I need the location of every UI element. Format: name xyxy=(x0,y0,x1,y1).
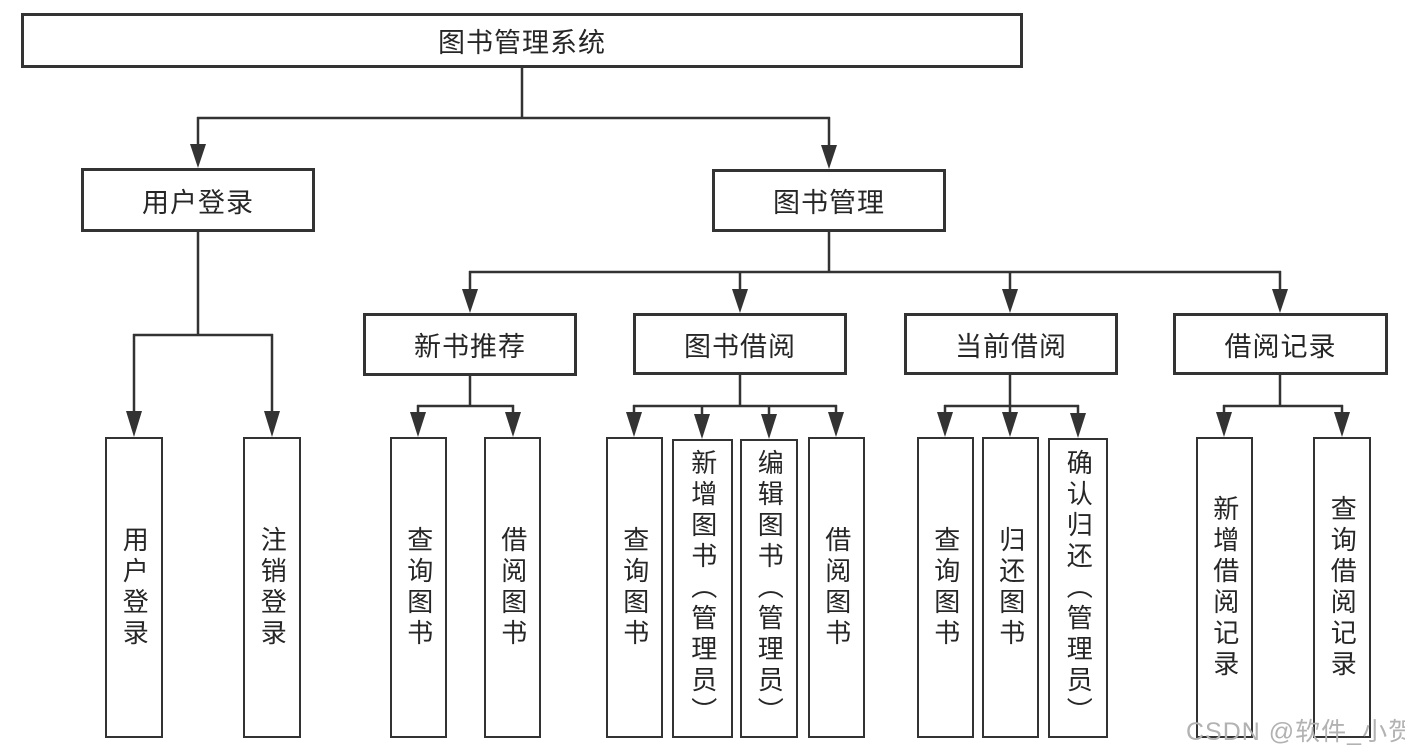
leaf-add-borrow-record-label: 新增借阅记录 xyxy=(1209,494,1240,681)
leaf-query-borrow-record: 查询借阅记录 xyxy=(1313,437,1371,738)
leaf-add-borrow-record: 新增借阅记录 xyxy=(1196,437,1253,738)
leaf-user-login: 用户登录 xyxy=(105,437,163,738)
arrowhead-icon xyxy=(1216,412,1232,437)
node-book-borrow: 图书借阅 xyxy=(633,313,847,375)
leaf-query-books-1-label: 查询图书 xyxy=(403,525,434,650)
connector-borrow-group xyxy=(626,375,844,439)
leaf-query-borrow-record-label: 查询借阅记录 xyxy=(1327,494,1358,681)
arrowhead-icon xyxy=(1070,413,1086,438)
leaf-return-books-label: 归还图书 xyxy=(995,525,1026,650)
connector-user-login-group xyxy=(126,232,280,437)
node-current-borrow-label: 当前借阅 xyxy=(955,331,1067,362)
node-book-mgmt: 图书管理 xyxy=(712,169,946,232)
leaf-user-login-label: 用户登录 xyxy=(119,525,150,650)
arrowhead-icon xyxy=(732,289,748,313)
arrowhead-icon xyxy=(821,145,837,169)
node-user-login-label: 用户登录 xyxy=(142,187,254,218)
node-borrow-record: 借阅记录 xyxy=(1173,313,1388,375)
arrowhead-icon xyxy=(694,414,710,439)
node-root: 图书管理系统 xyxy=(21,13,1023,68)
arrowhead-icon xyxy=(410,412,426,437)
arrowhead-icon xyxy=(1002,289,1018,313)
leaf-edit-books-admin-label: 编辑图书（管理员） xyxy=(754,449,785,728)
leaf-confirm-return-admin-label: 确认归还（管理员） xyxy=(1063,448,1094,728)
arrowhead-icon xyxy=(828,412,844,437)
node-root-label: 图书管理系统 xyxy=(438,28,606,58)
leaf-query-books-3-label: 查询图书 xyxy=(930,525,961,650)
node-borrow-record-label: 借阅记录 xyxy=(1224,331,1337,362)
leaf-borrow-books-1: 借阅图书 xyxy=(484,437,541,738)
arrowhead-icon xyxy=(190,144,206,168)
node-new-book-recommend-label: 新书推荐 xyxy=(414,332,526,362)
leaf-query-books-1: 查询图书 xyxy=(390,437,447,738)
arrowhead-icon xyxy=(462,289,478,313)
leaf-edit-books-admin: 编辑图书（管理员） xyxy=(740,439,798,738)
connector-root-group xyxy=(190,68,837,169)
connector-book-mgmt-group xyxy=(462,232,1288,313)
arrowhead-icon xyxy=(505,412,521,437)
connector-current-group xyxy=(937,375,1086,438)
leaf-borrow-books-1-label: 借阅图书 xyxy=(497,525,528,650)
node-new-book-recommend: 新书推荐 xyxy=(363,313,577,376)
connector-record-group xyxy=(1216,375,1350,437)
leaf-logout: 注销登录 xyxy=(243,437,301,738)
arrowhead-icon xyxy=(1334,412,1350,437)
leaf-borrow-books-2-label: 借阅图书 xyxy=(821,525,852,650)
arrowhead-icon xyxy=(1002,412,1018,437)
node-book-borrow-label: 图书借阅 xyxy=(684,331,796,362)
arrowhead-icon xyxy=(1272,289,1288,313)
leaf-add-books-admin: 新增图书（管理员） xyxy=(672,439,733,738)
arrowhead-icon xyxy=(126,411,142,437)
connector-new-book-group xyxy=(410,376,521,437)
leaf-borrow-books-2: 借阅图书 xyxy=(808,437,865,738)
leaf-query-books-2-label: 查询图书 xyxy=(619,525,650,650)
leaf-query-books-3: 查询图书 xyxy=(917,437,974,738)
leaf-add-books-admin-label: 新增图书（管理员） xyxy=(687,449,718,728)
arrowhead-icon xyxy=(626,412,642,437)
node-current-borrow: 当前借阅 xyxy=(904,313,1118,375)
leaf-return-books: 归还图书 xyxy=(982,437,1039,738)
leaf-confirm-return-admin: 确认归还（管理员） xyxy=(1048,438,1108,738)
arrowhead-icon xyxy=(761,414,777,439)
leaf-logout-label: 注销登录 xyxy=(257,525,288,650)
arrowhead-icon xyxy=(264,411,280,437)
csdn-watermark: CSDN @软件_小贺同学 xyxy=(1186,718,1405,746)
node-user-login: 用户登录 xyxy=(81,168,315,232)
arrowhead-icon xyxy=(937,412,953,437)
leaf-query-books-2: 查询图书 xyxy=(606,437,663,738)
node-book-mgmt-label: 图书管理 xyxy=(773,188,885,218)
